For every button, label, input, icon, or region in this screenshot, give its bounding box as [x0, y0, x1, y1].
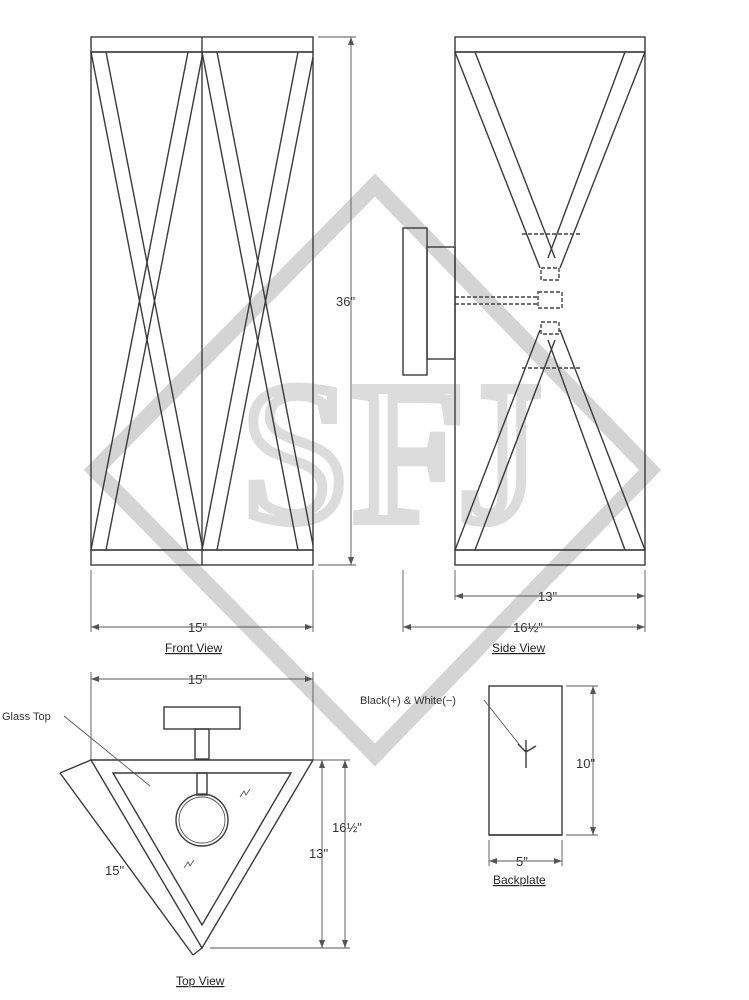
top-side-dimension: 15"	[105, 863, 124, 878]
side-overall-dimension: 16½"	[513, 620, 543, 635]
top-view: 15" Glass Top 15" 13"	[2, 672, 362, 988]
front-view: 36" 15" Front View	[90, 36, 356, 655]
front-width-dimension: 15"	[188, 620, 207, 635]
top-view-label: Top View	[176, 974, 225, 988]
backplate-height-dimension: 10"	[576, 756, 595, 771]
watermark: SFJ	[83, 173, 662, 767]
watermark-text: SFJ	[240, 343, 540, 564]
glass-top-label: Glass Top	[2, 711, 51, 723]
side-depth-dimension: 13"	[538, 589, 557, 604]
backplate-label: Backplate	[493, 873, 546, 887]
front-view-label: Front View	[165, 641, 222, 655]
backplate-width-dimension: 5"	[516, 854, 528, 869]
side-view-label: Side View	[492, 641, 545, 655]
top-overall-dimension: 16½"	[332, 820, 362, 835]
front-height-dimension: 36"	[336, 294, 355, 309]
wiring-label: Black(+) & White(−)	[360, 695, 456, 707]
backplate-view: Black(+) & White(−) 10" 5" Backplate	[360, 685, 598, 887]
top-depth-dimension: 13"	[309, 846, 328, 861]
side-view: 13" 16½" Side View	[402, 36, 646, 655]
top-width-dimension: 15"	[188, 672, 207, 687]
